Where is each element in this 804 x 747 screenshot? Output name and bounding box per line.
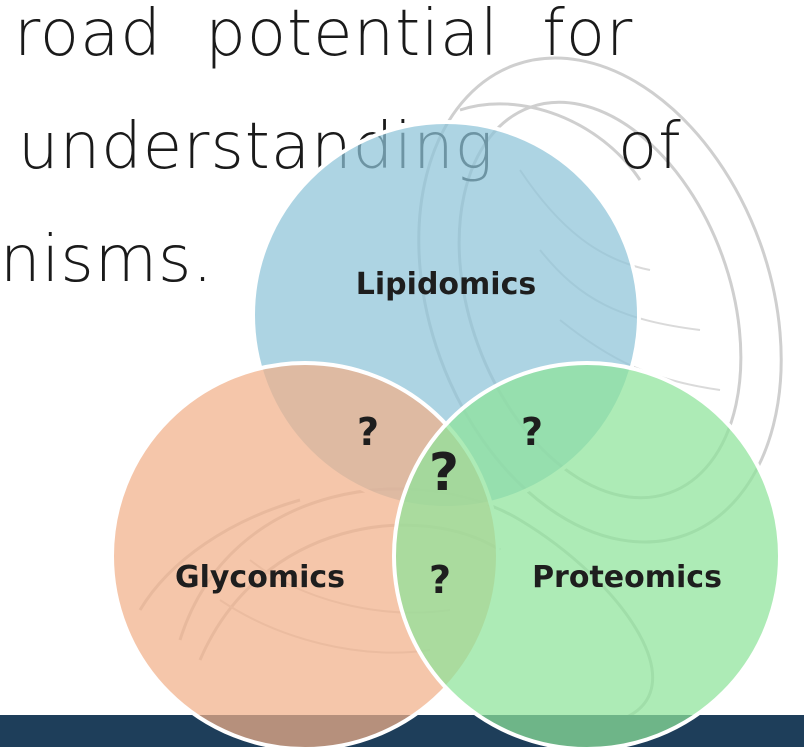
proteomics-circle xyxy=(392,361,782,747)
intersection-lipid-glyco-mark: ? xyxy=(357,410,379,454)
slide-text-line-2-end: of xyxy=(618,110,682,184)
glycomics-label: Glycomics xyxy=(175,560,345,595)
intersection-all-mark: ? xyxy=(429,443,459,503)
slide-text-line-3: nisms. xyxy=(0,223,214,297)
intersection-lipid-proteo-mark: ? xyxy=(521,410,543,454)
slide-text-line-1: road potential for xyxy=(14,0,634,71)
intersection-glyco-proteo-mark: ? xyxy=(429,558,451,602)
proteomics-label: Proteomics xyxy=(532,560,722,595)
lipidomics-label: Lipidomics xyxy=(356,267,536,302)
